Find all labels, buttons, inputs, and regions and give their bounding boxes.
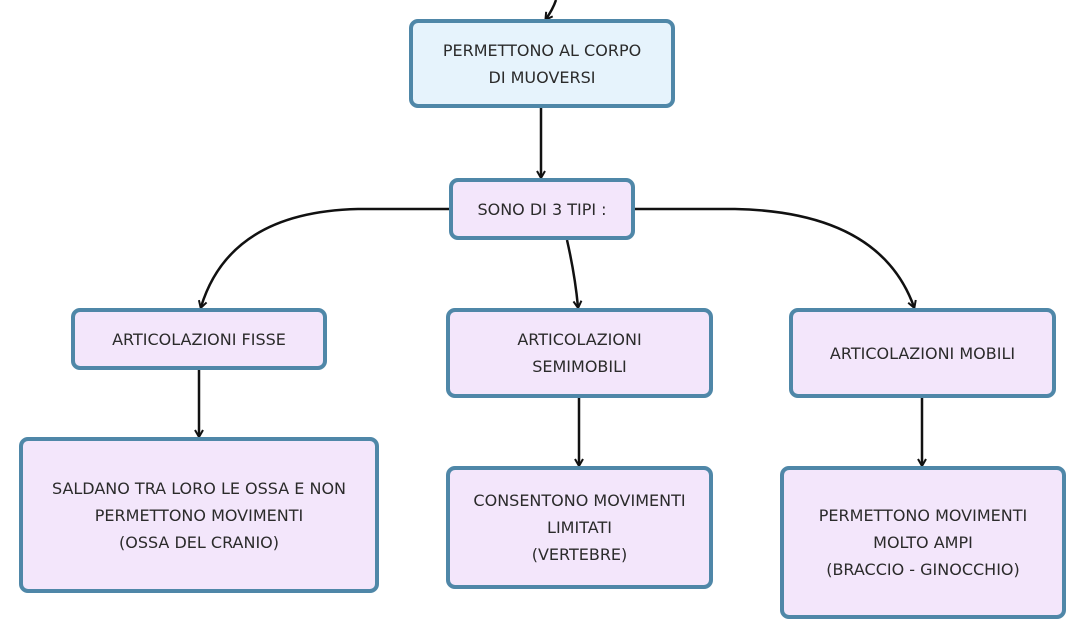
- node-mobili-description: PERMETTONO MOVIMENTI MOLTO AMPI (BRACCIO…: [780, 466, 1066, 619]
- node-semimobili-description-label: CONSENTONO MOVIMENTI LIMITATI (VERTEBRE): [473, 491, 686, 564]
- connector-incoming-to-root: [546, 0, 558, 19]
- node-mobili-description-label: PERMETTONO MOVIMENTI MOLTO AMPI (BRACCIO…: [818, 506, 1028, 579]
- node-articolazioni-semimobili-label: ARTICOLAZIONI SEMIMOBILI: [517, 330, 642, 376]
- node-articolazioni-mobili-label: ARTICOLAZIONI MOBILI: [829, 343, 1016, 363]
- node-articolazioni-semimobili: ARTICOLAZIONI SEMIMOBILI: [446, 308, 713, 398]
- connector-types-to-fisse: [201, 207, 449, 307]
- node-types-label: SONO DI 3 TIPI :: [477, 199, 607, 219]
- node-articolazioni-mobili: ARTICOLAZIONI MOBILI: [789, 308, 1056, 398]
- node-fisse-description: SALDANO TRA LORO LE OSSA E NON PERMETTON…: [19, 437, 379, 593]
- node-semimobili-description: CONSENTONO MOVIMENTI LIMITATI (VERTEBRE): [446, 466, 713, 589]
- node-root-label: PERMETTONO AL CORPO DI MUOVERSI: [442, 40, 642, 87]
- connector-types-to-semimobili: [565, 239, 578, 307]
- node-root: PERMETTONO AL CORPO DI MUOVERSI: [409, 19, 675, 108]
- connector-types-to-mobili: [633, 207, 914, 307]
- node-articolazioni-fisse: ARTICOLAZIONI FISSE: [71, 308, 327, 370]
- node-fisse-description-label: SALDANO TRA LORO LE OSSA E NON PERMETTON…: [51, 478, 347, 552]
- node-types: SONO DI 3 TIPI :: [449, 178, 635, 240]
- node-articolazioni-fisse-label: ARTICOLAZIONI FISSE: [112, 329, 286, 349]
